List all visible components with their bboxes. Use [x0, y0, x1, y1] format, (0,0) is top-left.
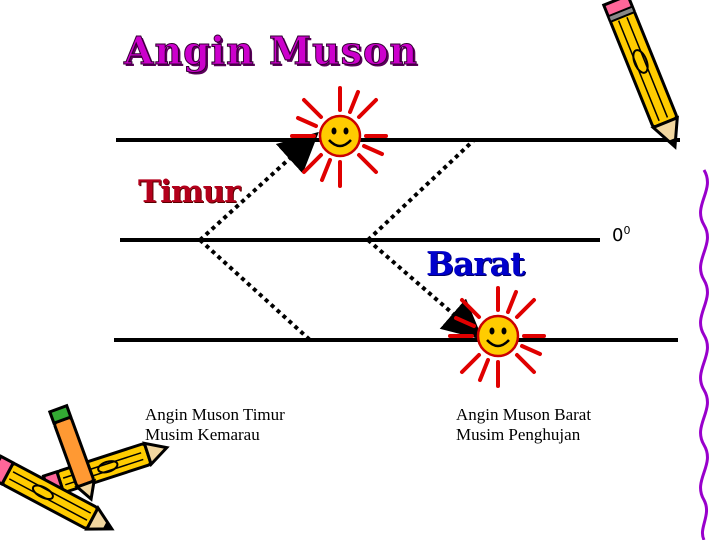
- caption-right-line1: Angin Muson Barat: [456, 405, 591, 425]
- caption-left: Angin Muson Timur Musim Kemarau: [145, 405, 285, 445]
- caption-right-line2: Musim Penghujan: [456, 425, 591, 445]
- diagram-title: Angin Muson: [124, 28, 418, 73]
- equator-degree-symbol: 0: [623, 224, 630, 237]
- equator-degree-label: 00: [612, 224, 630, 246]
- timur-label: Timur: [138, 174, 240, 210]
- caption-left-line2: Musim Kemarau: [145, 425, 285, 445]
- equator-degree-value: 0: [612, 225, 623, 246]
- squiggle-border-decoration: [701, 170, 708, 540]
- pencil-icon-top-right: [604, 0, 687, 152]
- sun-with-face-icon-top: [292, 88, 386, 186]
- barat-label: Barat: [426, 244, 524, 283]
- caption-left-line1: Angin Muson Timur: [145, 405, 285, 425]
- sun-with-face-icon-bottom: [450, 288, 544, 386]
- barat-wind-segment-up: [368, 140, 474, 240]
- caption-right: Angin Muson Barat Musim Penghujan: [456, 405, 591, 445]
- timur-wind-segment-down: [200, 240, 310, 340]
